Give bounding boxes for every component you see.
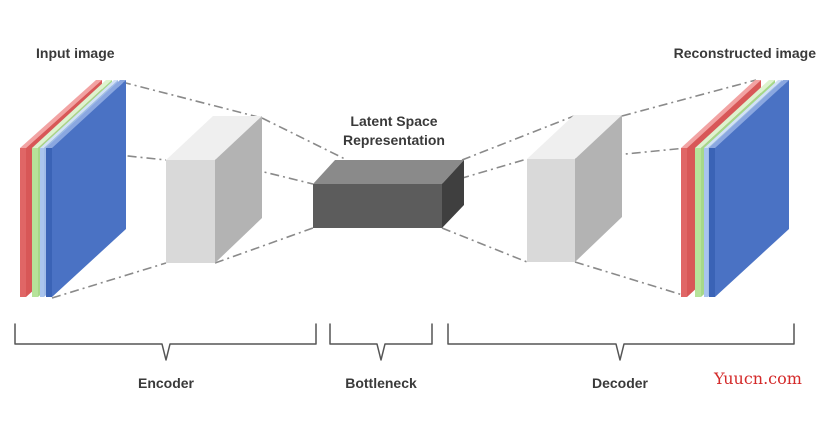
input-image-label: Input image <box>36 45 115 61</box>
encoder-label: Encoder <box>138 375 195 391</box>
output-channel-blue <box>709 80 789 297</box>
connector-input-encoder-top <box>121 81 263 119</box>
latent-label-line1: Latent Space <box>350 113 437 129</box>
latent-label-line2: Representation <box>343 132 445 148</box>
reconstructed-image-stack <box>681 80 789 297</box>
connector-encoder-latent-top <box>261 117 348 161</box>
connector-input-encoder-bottom <box>51 262 167 299</box>
connector-decoder-output-top <box>621 79 757 117</box>
connector-decoder-output-bottom <box>574 261 687 297</box>
input-channel-blue <box>46 80 126 297</box>
decoder-label: Decoder <box>592 375 649 391</box>
watermark: Yuucn.com <box>713 369 802 388</box>
connector-encoder-latent-bottom <box>214 227 314 264</box>
reconstructed-image-label: Reconstructed image <box>674 45 817 61</box>
encoder-brace <box>14 323 317 361</box>
input-image-stack <box>20 80 126 297</box>
bottleneck-brace <box>329 323 433 361</box>
bottleneck-label: Bottleneck <box>345 375 417 391</box>
connector-latent-decoder-top <box>461 115 575 161</box>
encoder-block <box>166 116 262 263</box>
connector-encoder-latent-mid <box>214 159 314 185</box>
decoder-brace <box>447 323 795 361</box>
decoder-block <box>527 115 622 262</box>
connector-latent-decoder-bottom <box>441 227 528 263</box>
latent-block <box>313 160 464 228</box>
